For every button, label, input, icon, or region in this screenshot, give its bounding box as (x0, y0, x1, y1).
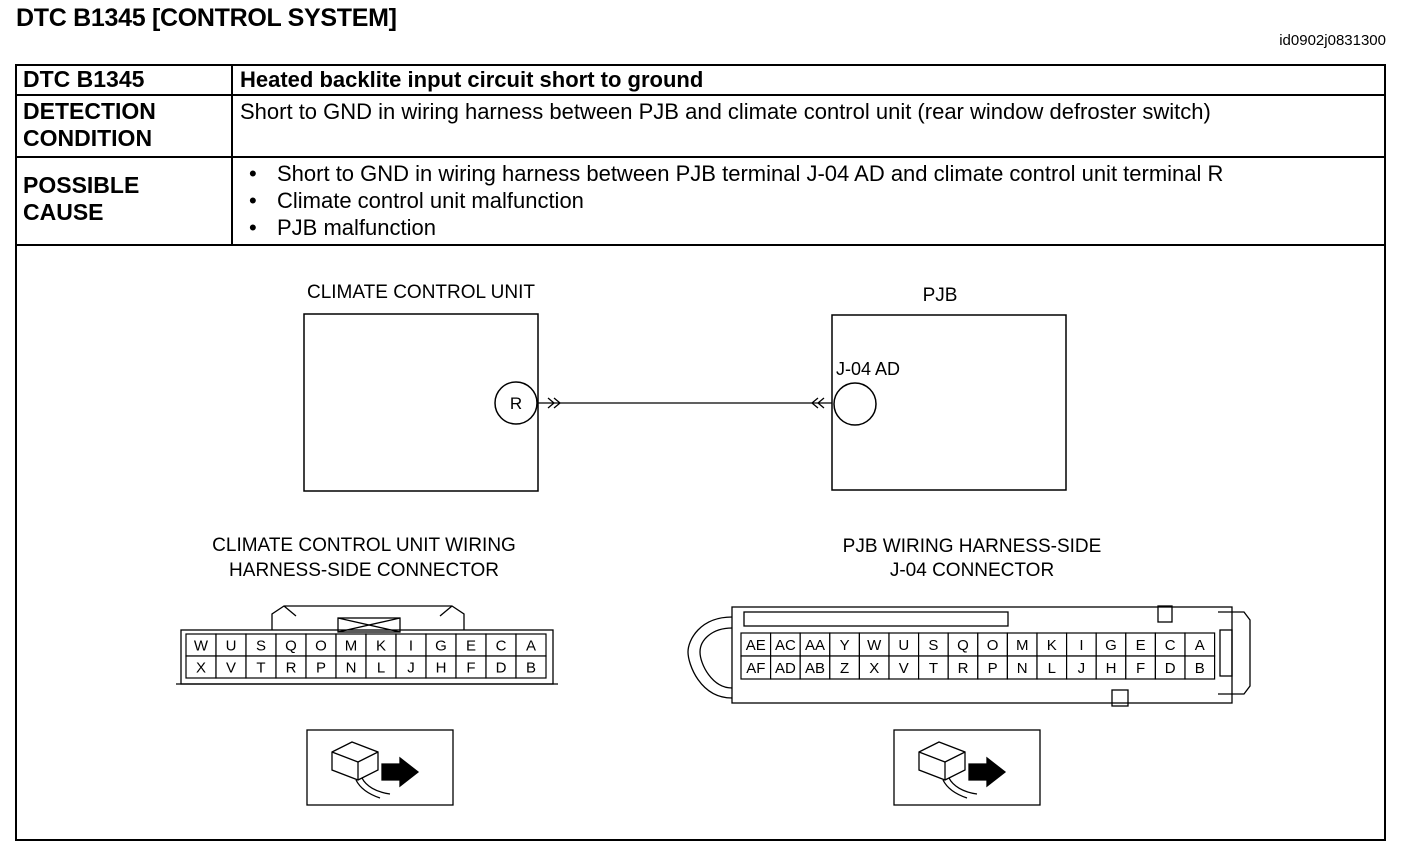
pjb-connector-pin-label: U (898, 637, 909, 654)
terminal-j04ad-circle (833, 382, 877, 426)
column-divider (231, 66, 233, 94)
pjb-connector-pin-label: F (1136, 660, 1145, 677)
pjb-j04-connector (687, 605, 1251, 707)
cause-header-line2: CAUSE (23, 199, 104, 225)
cause-item: Climate control unit malfunction (241, 187, 1223, 214)
left-connector-title-line2: HARNESS-SIDE CONNECTOR (229, 560, 499, 581)
pjb-connector-pin-label: AC (775, 637, 796, 654)
terminal-r-circle (494, 381, 538, 425)
pjb-connector-pin-label: X (869, 660, 879, 677)
pjb-connector-pin-label: A (1195, 637, 1205, 654)
left-connector-pin-cell (515, 655, 547, 679)
left-connector-pin-label: C (496, 637, 507, 654)
detection-condition: Short to GND in wiring harness between P… (240, 99, 1211, 124)
left-connector-pin-label: P (316, 659, 326, 676)
left-connector-pin-label: J (407, 659, 415, 676)
left-connector-pin-label: D (496, 659, 507, 676)
pjb-connector-pin-label: G (1105, 637, 1117, 654)
left-connector-pin-label: V (226, 659, 236, 676)
pjb-connector-pin-label: S (928, 637, 938, 654)
dtc-description: Heated backlite input circuit short to g… (240, 67, 704, 92)
column-divider (231, 96, 233, 156)
pjb-connector-pin-label: Q (957, 637, 969, 654)
left-connector-pin-label: E (466, 637, 476, 654)
right-connector-title-line2: J-04 CONNECTOR (890, 560, 1054, 581)
left-connector-pin-label: U (226, 637, 237, 654)
pjb-connector-pin-label: I (1079, 637, 1083, 654)
dtc-header: DTC B1345 (23, 66, 145, 92)
page-title: DTC B1345 [CONTROL SYSTEM] (16, 4, 397, 32)
right-connector-title-line1: PJB WIRING HARNESS-SIDE (843, 536, 1102, 557)
detection-row: DETECTION CONDITION Short to GND in wiri… (17, 96, 1384, 158)
left-connector-pin-label: H (436, 659, 447, 676)
left-connector-pin-label: K (376, 637, 386, 654)
harness-side-view-icon (893, 729, 1041, 806)
pjb-connector-pin-label: J (1078, 660, 1086, 677)
left-connector-pin-label: F (466, 659, 475, 676)
connector-arrow-left-icon (547, 397, 562, 409)
left-connector-pin-label: O (315, 637, 327, 654)
cause-header-line1: POSSIBLE (23, 172, 140, 198)
pjb-connector-pin-label: T (929, 660, 938, 677)
terminal-j04ad-label: J-04 AD (836, 359, 900, 379)
left-connector-pin-label: L (377, 659, 385, 676)
pjb-connector-pin-label: AE (746, 637, 766, 654)
pjb-connector-pin-label: P (988, 660, 998, 677)
pjb-connector-pin-label: Y (840, 637, 850, 654)
pjb-connector-pin-label: L (1048, 660, 1056, 677)
pjb-label: PJB (923, 285, 958, 306)
left-connector-pin-label: I (409, 637, 413, 654)
document-id: id0902j0831300 (1279, 32, 1386, 49)
left-connector-pin-label: B (526, 659, 536, 676)
column-divider (231, 158, 233, 244)
cause-row: POSSIBLE CAUSE Short to GND in wiring ha… (17, 158, 1384, 246)
left-connector-pin-label: X (196, 659, 206, 676)
left-connector-pin-label: W (194, 637, 209, 654)
pjb-connector-pin-label: C (1165, 637, 1176, 654)
pjb-connector-pin-label: Z (840, 660, 849, 677)
pjb-connector-pin-label: E (1136, 637, 1146, 654)
left-connector-pin-label: N (346, 659, 357, 676)
left-connector-pin-label: T (256, 659, 265, 676)
pjb-connector-pin-label: W (867, 637, 882, 654)
left-connector-title-line1: CLIMATE CONTROL UNIT WIRING (212, 535, 516, 556)
pjb-connector-pin-label: H (1106, 660, 1117, 677)
cause-list: Short to GND in wiring harness between P… (241, 160, 1223, 241)
pjb-connector-pin-label: R (958, 660, 969, 677)
pjb-connector-pin-label: O (987, 637, 999, 654)
climate-control-unit-connector (176, 605, 558, 685)
climate-control-unit-label: CLIMATE CONTROL UNIT (307, 282, 535, 303)
pjb-connector-pin-label: D (1165, 660, 1176, 677)
connector-arrow-right-icon (810, 397, 825, 409)
dtc-row: DTC B1345 Heated backlite input circuit … (17, 66, 1384, 96)
pjb-connector-pin-label: N (1017, 660, 1028, 677)
dtc-frame: DTC B1345 Heated backlite input circuit … (15, 64, 1386, 841)
left-connector-pin-label: R (286, 659, 297, 676)
left-connector-pin-label: A (526, 637, 536, 654)
detection-header-line2: CONDITION (23, 125, 153, 151)
pjb-connector-pin-label: AB (805, 660, 825, 677)
detection-header-line1: DETECTION (23, 98, 156, 124)
left-connector-pin-label: M (345, 637, 358, 654)
left-connector-pin-label: S (256, 637, 266, 654)
harness-side-view-icon (306, 729, 454, 806)
cause-item: PJB malfunction (241, 214, 1223, 241)
left-connector-pin-label: G (435, 637, 447, 654)
pjb-connector-pin-label: K (1047, 637, 1057, 654)
pjb-connector-pin-label: AD (775, 660, 796, 677)
pjb-connector-pin-label: M (1016, 637, 1029, 654)
pjb-connector-pin-label: B (1195, 660, 1205, 677)
pjb-connector-pin-label: V (899, 660, 909, 677)
terminal-r-label: R (510, 394, 522, 413)
pjb-connector-pin-cell (1184, 655, 1216, 680)
cause-item: Short to GND in wiring harness between P… (241, 160, 1223, 187)
left-connector-pin-label: Q (285, 637, 297, 654)
pjb-connector-pin-label: AA (805, 637, 825, 654)
pjb-connector-pin-label: AF (746, 660, 765, 677)
